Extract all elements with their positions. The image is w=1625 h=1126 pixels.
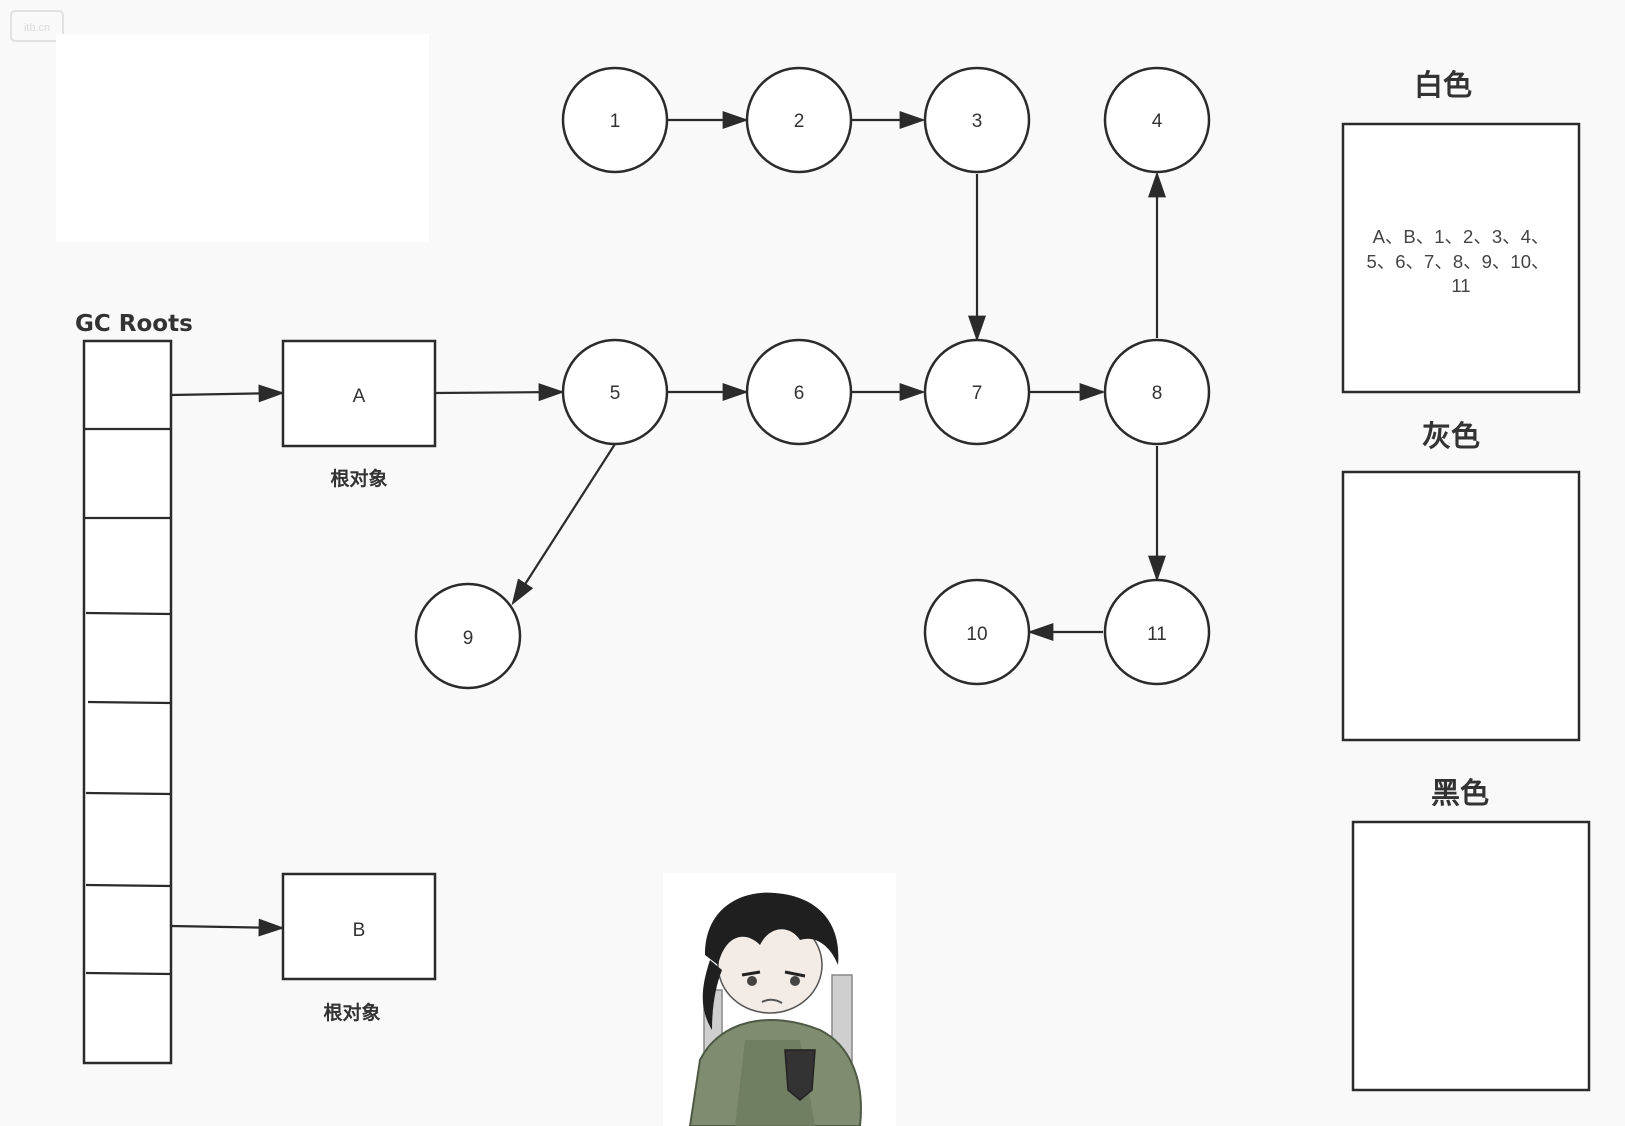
root-object-caption: 根对象 xyxy=(330,467,387,490)
node-10: 10 xyxy=(923,578,1031,686)
node-label: 11 xyxy=(1147,624,1167,645)
object-nodes: 1 2 3 4 5 6 7 8 xyxy=(414,66,1211,690)
gc-roots-slot-divider xyxy=(85,791,172,796)
chibi-character-illustration xyxy=(663,873,896,1126)
bucket-content-line: 5、6、7、8、9、10、 xyxy=(1366,251,1549,272)
watermark-text: itb.cn xyxy=(24,22,50,34)
bucket-content-line: 11 xyxy=(1451,275,1470,296)
node-4: 4 xyxy=(1103,66,1211,174)
node-label: 6 xyxy=(794,383,805,404)
node-label: 2 xyxy=(794,111,805,132)
node-3: 3 xyxy=(923,66,1031,174)
gc-roots-slot-divider xyxy=(85,611,172,616)
node-5: 5 xyxy=(561,338,669,446)
watermark-logo: itb.cn xyxy=(10,10,64,42)
object-label-B: B xyxy=(353,920,366,941)
node-label: 8 xyxy=(1152,383,1163,404)
node-8: 8 xyxy=(1103,338,1211,446)
root-object-B: B 根对象 xyxy=(281,872,437,1024)
bucket-box xyxy=(1351,820,1591,1092)
gc-roots-title: GC Roots xyxy=(75,311,193,337)
bucket-title: 黑色 xyxy=(1431,776,1489,810)
object-label-A: A xyxy=(353,386,366,407)
edge-A-to-5 xyxy=(434,383,565,402)
node-label: 4 xyxy=(1152,111,1163,132)
bucket-content-line: A、B、1、2、3、4、 xyxy=(1373,226,1550,247)
node-label: 7 xyxy=(972,383,983,404)
node-label: 9 xyxy=(463,628,474,649)
gc-roots-slot-divider xyxy=(85,883,172,888)
node-label: 10 xyxy=(966,624,987,645)
root-object-caption: 根对象 xyxy=(323,1001,380,1024)
node-1: 1 xyxy=(561,66,669,174)
node-label: 5 xyxy=(610,383,621,404)
edge-roots-to-A xyxy=(170,384,285,403)
bucket-white: 白色 A、B、1、2、3、4、 5、6、7、8、9、10、 11 xyxy=(1341,68,1581,394)
node-label: 1 xyxy=(610,111,621,132)
bucket-box xyxy=(1341,470,1581,742)
node-9: 9 xyxy=(414,582,522,690)
object-box-B xyxy=(281,872,437,981)
blank-panel xyxy=(56,34,429,242)
node-6: 6 xyxy=(745,338,853,446)
edge-5-to-9 xyxy=(511,443,616,606)
bucket-title: 灰色 xyxy=(1422,419,1480,453)
bucket-gray: 灰色 xyxy=(1341,419,1581,742)
object-box-A xyxy=(281,339,437,448)
edge-roots-to-B xyxy=(170,918,285,937)
node-2: 2 xyxy=(745,66,853,174)
bucket-black: 黑色 xyxy=(1351,776,1591,1092)
node-7: 7 xyxy=(923,338,1031,446)
gc-roots-stack: GC Roots xyxy=(75,311,193,1065)
bucket-title: 白色 xyxy=(1414,68,1472,102)
root-object-A: A 根对象 xyxy=(281,339,437,490)
node-label: 3 xyxy=(972,111,983,132)
bucket-box xyxy=(1341,122,1581,394)
edges xyxy=(170,111,1166,937)
gc-roots-slot-divider xyxy=(85,971,172,976)
gc-roots-slot-divider xyxy=(87,700,172,705)
node-11: 11 xyxy=(1103,578,1211,686)
